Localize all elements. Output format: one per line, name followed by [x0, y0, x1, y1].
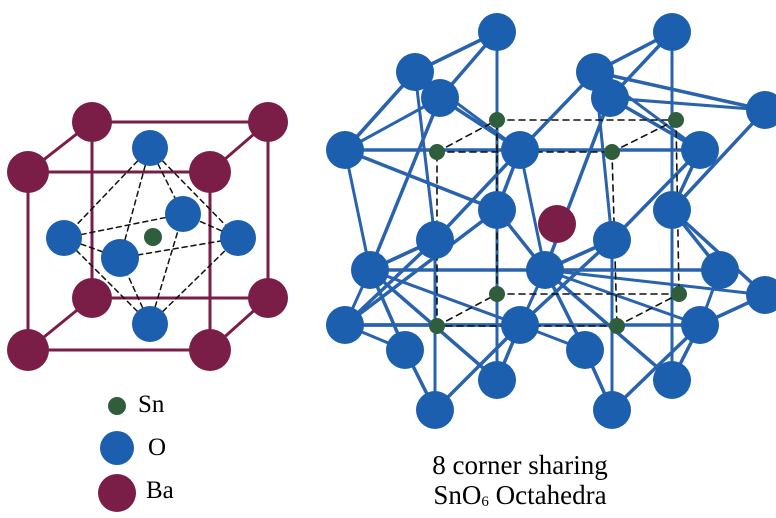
sn-atom	[489, 286, 505, 302]
o-atom	[746, 91, 776, 129]
octahedron-bond	[518, 148, 547, 272]
sn-cube-dashed-edge	[616, 293, 680, 327]
sn-atom	[604, 144, 620, 160]
ba-atom	[7, 329, 49, 371]
o-atom	[351, 251, 389, 289]
legend-label-o: O	[148, 434, 167, 461]
o-atom	[421, 79, 459, 117]
caption-line-1: 8 corner sharing	[432, 450, 608, 480]
caption-formula-suffix: Octahedra	[488, 480, 607, 510]
octahedron-bond	[543, 268, 767, 297]
o-atom	[681, 131, 719, 169]
sn-legend-icon	[108, 397, 126, 415]
o-atom	[653, 13, 691, 51]
octahedron-bond	[368, 96, 442, 272]
o-atom	[165, 196, 201, 232]
octahedron-bond	[670, 108, 767, 212]
ba-atom-center	[538, 205, 576, 243]
sn-cube-dashed-edge	[611, 151, 618, 327]
octahedron-dashed-edge	[119, 147, 151, 259]
o-atom	[478, 191, 516, 229]
ba-atom	[7, 151, 49, 193]
o-atom	[386, 331, 424, 369]
o-atom	[593, 221, 631, 259]
octahedron-bond	[413, 70, 437, 242]
o-atom	[220, 220, 256, 256]
o-atom	[132, 130, 168, 166]
ba-atom	[189, 329, 231, 371]
legend-label-sn: Sn	[138, 391, 165, 418]
sn-atom	[429, 144, 445, 160]
octahedron-dashed-edge	[149, 147, 239, 239]
o-atom	[701, 251, 739, 289]
octahedron-bond	[368, 268, 522, 327]
octahedron-dashed-edge	[149, 213, 184, 325]
o-atom	[478, 361, 516, 399]
o-atom	[101, 239, 139, 277]
o-atom	[326, 131, 364, 169]
octahedron-bond	[343, 238, 437, 327]
octahedron-bond	[610, 323, 702, 412]
octahedron-bond	[608, 96, 767, 112]
o-atom	[132, 306, 168, 342]
o-atom	[681, 306, 719, 344]
octahedron-bond	[433, 148, 522, 242]
o-atom	[653, 361, 691, 399]
ba-legend-icon	[98, 474, 136, 512]
o-atom	[478, 13, 516, 51]
ba-atom	[189, 151, 231, 193]
o-atom	[396, 53, 434, 91]
sn-atom	[668, 112, 684, 128]
o-atom	[416, 221, 454, 259]
octahedron-bond	[518, 238, 614, 327]
octahedron-bond	[343, 148, 372, 272]
sn-cube-dashed-edge	[436, 293, 498, 327]
o-atom	[46, 220, 82, 256]
o-legend-icon	[100, 431, 134, 465]
octahedron-bond	[610, 148, 702, 242]
octahedron-bond	[343, 208, 499, 327]
sn-atom	[489, 112, 505, 128]
octahedron-dashed-edge	[63, 237, 151, 325]
octahedron-bond	[433, 323, 522, 412]
ba-atom	[248, 278, 288, 318]
sn-atom	[144, 228, 162, 246]
caption-formula: SnO	[433, 480, 482, 510]
o-atom	[593, 391, 631, 429]
octahedron-bond	[543, 268, 702, 327]
octahedron-dashed-edge	[63, 213, 184, 239]
o-atom	[591, 79, 629, 117]
octahedron-dashed-edge	[63, 147, 151, 239]
sn-atom	[609, 318, 625, 334]
o-atom	[746, 276, 776, 314]
o-atom	[501, 306, 539, 344]
octahedron-dashed-edge	[119, 237, 239, 259]
sn-cube-dashed-edge	[611, 119, 677, 153]
caption-line-2: SnO6 Octahedra	[380, 482, 660, 510]
sn-atom	[671, 286, 687, 302]
o-atom	[416, 391, 454, 429]
ba-atom	[72, 278, 112, 318]
legend-label-ba: Ba	[146, 477, 174, 504]
octahedron-dashed-edge	[149, 237, 239, 325]
o-atom	[326, 306, 364, 344]
o-atom	[526, 251, 564, 289]
o-atom	[566, 331, 604, 369]
o-atom	[501, 131, 539, 169]
octahedron-bond	[593, 70, 767, 112]
caption-formula-subscript: 6	[481, 494, 489, 510]
ba-atom	[72, 102, 112, 142]
ba-atom	[248, 102, 288, 142]
sn-cube-dashed-edge	[675, 119, 680, 295]
sn-atom	[429, 318, 445, 334]
o-atom	[653, 191, 691, 229]
sn-cube-dashed-edge	[436, 119, 498, 153]
